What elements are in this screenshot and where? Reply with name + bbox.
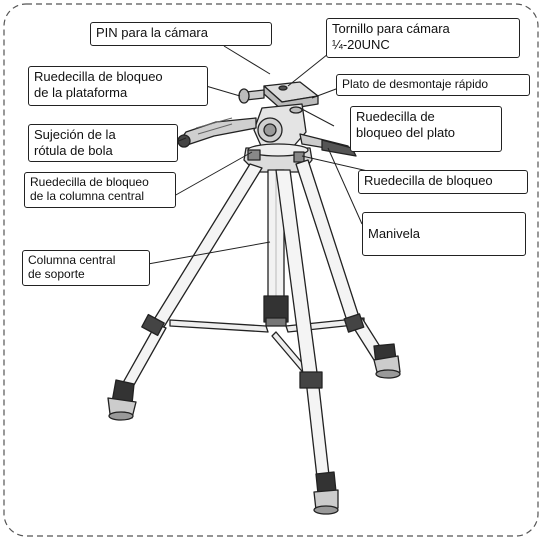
label-sujecion-line2: rótula de bola (34, 143, 113, 158)
label-columna-central-line2: de soporte (28, 267, 85, 281)
tripod-illustration (107, 81, 401, 515)
label-tornillo-line2: ¼-20UNC (332, 37, 390, 52)
label-ruedecilla-plato: Ruedecilla de bloqueo del plato (350, 106, 502, 152)
label-sujecion-rotula: Sujeción de la rótula de bola (28, 124, 178, 162)
label-pin-camara-text: PIN para la cámara (96, 25, 208, 40)
label-plato-line2: bloqueo del plato (356, 125, 456, 140)
label-plato-line1: Ruedecilla de (356, 109, 435, 124)
label-columna-line2: de la columna central (30, 189, 145, 203)
label-plato-desmontaje: Plato de desmontaje rápido (336, 74, 530, 96)
label-columna-central: Columna central de soporte (22, 250, 150, 286)
label-tornillo-camara: Tornillo para cámara ¼-20UNC (326, 18, 520, 58)
label-columna-line1: Ruedecilla de bloqueo (30, 175, 149, 189)
label-ruedecilla-plataforma: Ruedecilla de bloqueo de la plataforma (28, 66, 208, 106)
dashed-frame (3, 3, 539, 537)
label-pin-camara: PIN para la cámara (90, 22, 272, 46)
label-plataforma-line1: Ruedecilla de bloqueo (34, 69, 163, 84)
label-ruedecilla-columna: Ruedecilla de bloqueo de la columna cent… (24, 172, 176, 208)
label-plataforma-line2: de la plataforma (34, 85, 128, 100)
label-ruedecilla-bloqueo: Ruedecilla de bloqueo (358, 170, 528, 194)
label-plato-desmontaje-text: Plato de desmontaje rápido (342, 77, 489, 91)
label-manivela-text: Manivela (368, 226, 421, 241)
label-sujecion-line1: Sujeción de la (34, 127, 116, 142)
label-columna-central-line1: Columna central (28, 253, 116, 267)
label-ruedecilla-bloqueo-text: Ruedecilla de bloqueo (364, 173, 493, 188)
label-manivela: Manivela (362, 212, 526, 256)
label-tornillo-line1: Tornillo para cámara (332, 21, 450, 36)
